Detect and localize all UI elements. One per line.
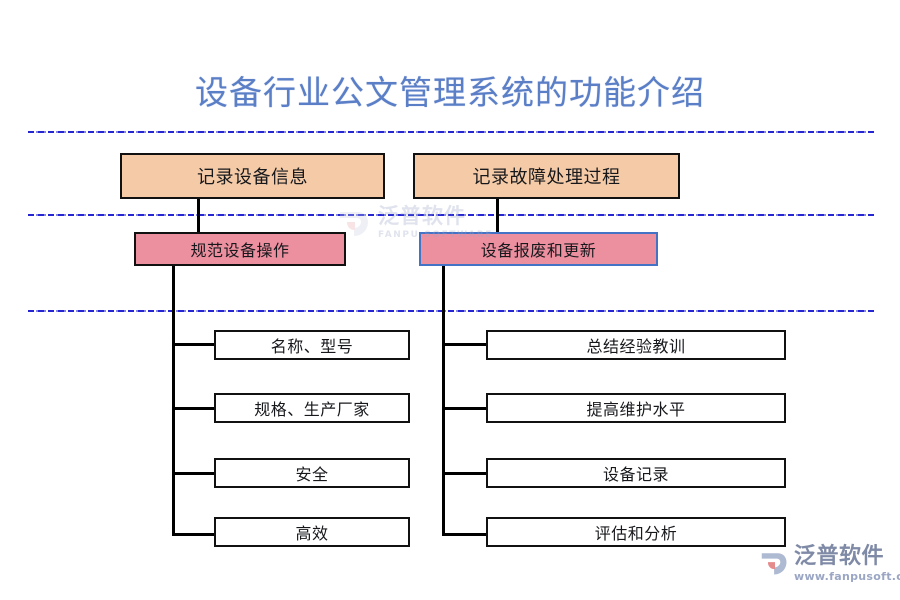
node-record-equipment-info[interactable]: 记录设备信息 bbox=[120, 153, 385, 199]
watermark-name-cn: 泛普软件 bbox=[378, 204, 466, 228]
logo-name-cn: 泛普软件 bbox=[794, 544, 885, 569]
connector-left-leaf-3 bbox=[172, 472, 214, 475]
node-equipment-scrap-and-renewal[interactable]: 设备报废和更新 bbox=[419, 232, 658, 266]
guide-line-top bbox=[28, 131, 874, 133]
connector-right-l1-to-l2 bbox=[496, 199, 499, 232]
logo-url: www.fanpusoft.com bbox=[794, 570, 900, 583]
leaf-right-2[interactable]: 提高维护水平 bbox=[486, 393, 786, 423]
leaf-right-4[interactable]: 评估和分析 bbox=[486, 517, 786, 547]
leaf-left-1[interactable]: 名称、型号 bbox=[214, 330, 410, 360]
connector-left-trunk bbox=[172, 266, 175, 536]
guide-line-middle bbox=[28, 214, 874, 216]
leaf-left-3[interactable]: 安全 bbox=[214, 458, 410, 488]
connector-right-leaf-4 bbox=[442, 533, 486, 536]
connector-left-leaf-2 bbox=[172, 407, 214, 410]
node-record-fault-handling-process[interactable]: 记录故障处理过程 bbox=[413, 153, 680, 199]
connector-left-leaf-1 bbox=[172, 343, 214, 346]
connector-right-leaf-1 bbox=[442, 343, 486, 346]
page-title: 设备行业公文管理系统的功能介绍 bbox=[195, 73, 705, 112]
fanpu-brand-icon bbox=[760, 548, 790, 578]
connector-right-leaf-3 bbox=[442, 472, 486, 475]
connector-left-leaf-4 bbox=[172, 533, 214, 536]
brand-logo: 泛普软件 www.fanpusoft.com bbox=[760, 544, 900, 594]
leaf-left-4[interactable]: 高效 bbox=[214, 517, 410, 547]
leaf-right-1[interactable]: 总结经验教训 bbox=[486, 330, 786, 360]
leaf-left-2[interactable]: 规格、生产厂家 bbox=[214, 393, 410, 423]
connector-right-leaf-2 bbox=[442, 407, 486, 410]
connector-left-l1-to-l2 bbox=[197, 199, 200, 232]
leaf-right-3[interactable]: 设备记录 bbox=[486, 458, 786, 488]
guide-line-bottom bbox=[28, 310, 874, 312]
node-standardize-equipment-operation[interactable]: 规范设备操作 bbox=[134, 232, 346, 266]
connector-right-trunk bbox=[442, 266, 445, 536]
